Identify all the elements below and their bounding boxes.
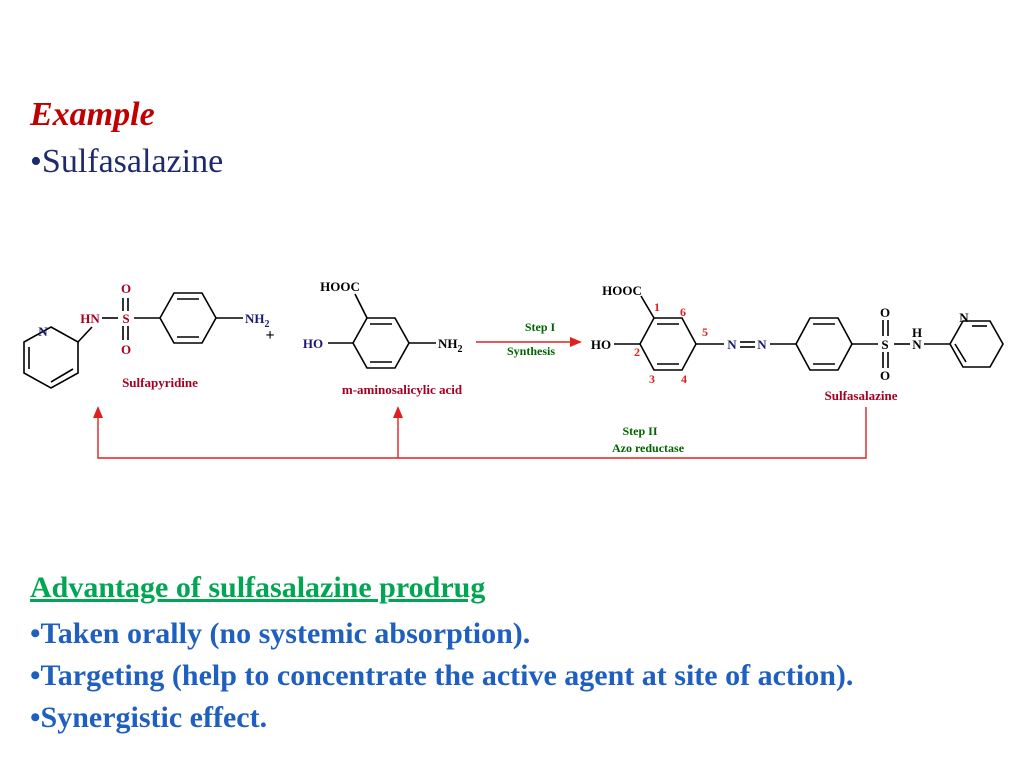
- advantage-text: Targeting (help to concentrate the activ…: [40, 659, 854, 692]
- pyridine-ring: [949, 320, 1004, 368]
- aminosalicylic-label: m-aminosalicylic acid: [342, 382, 463, 397]
- benzene-ring: [159, 292, 217, 344]
- atom-hooc: HOOC: [602, 283, 642, 298]
- atom-o-top: O: [121, 281, 131, 296]
- atom-nh2: NH2: [438, 336, 463, 355]
- sulfasalazine-label: Sulfasalazine: [825, 388, 898, 403]
- list-item: •Synergistic effect.: [30, 697, 853, 739]
- advantages-list: •Taken orally (no systemic absorption). …: [30, 613, 853, 739]
- atom-nh2: NH2: [245, 311, 270, 330]
- sulfapyridine-label: Sulfapyridine: [122, 375, 198, 390]
- ring-number-3: 3: [649, 372, 655, 386]
- atom-s: S: [122, 311, 129, 326]
- step1-sublabel: Synthesis: [507, 344, 555, 358]
- atom-nh-subscript: 2: [265, 319, 270, 330]
- atom-hooc: HOOC: [320, 279, 360, 294]
- ring-number-4: 4: [681, 372, 687, 386]
- step2-arrows: [97, 407, 867, 459]
- ring-number-2: 2: [634, 345, 640, 359]
- arrowhead-sulfapyridine: [93, 406, 103, 418]
- benzene-ring: [795, 317, 853, 371]
- atom-n: N: [912, 337, 922, 352]
- atom-n-pyridine: N: [959, 310, 969, 325]
- sulfapyridine-structure: [23, 292, 243, 389]
- atom-nh: NH: [438, 336, 458, 351]
- atom-nh-subscript: 2: [458, 344, 463, 355]
- step1-arrowhead: [570, 337, 582, 347]
- bullet-char: •: [30, 143, 42, 180]
- reaction-scheme: O O HN S N NH2 + Sulfapyridine HOOC HO N…: [23, 279, 1004, 459]
- plus-sign: +: [265, 327, 274, 344]
- advantage-text: Taken orally (no systemic absorption).: [40, 617, 531, 650]
- atom-o-bottom: O: [880, 368, 890, 383]
- atom-ho: HO: [591, 337, 611, 352]
- pyridine-ring: [23, 326, 79, 389]
- atom-o-top: O: [880, 305, 890, 320]
- atom-nh: NH: [245, 311, 265, 326]
- atom-n-pyridine: N: [38, 324, 48, 339]
- advantages-title: Advantage of sulfasalazine prodrug: [30, 571, 486, 604]
- atom-azo-n1: N: [727, 337, 737, 352]
- list-item: •Taken orally (no systemic absorption).: [30, 613, 853, 655]
- atom-h: H: [912, 325, 922, 340]
- step2-label: Step II: [622, 424, 657, 438]
- atom-azo-n2: N: [757, 337, 767, 352]
- atom-ho: HO: [303, 336, 323, 351]
- sulfasalazine-structure: [614, 295, 1004, 371]
- arrowhead-aminosalicylic: [393, 406, 403, 418]
- bullet-char: •: [30, 659, 41, 692]
- benzene-ring: [352, 317, 410, 369]
- ring-number-5: 5: [702, 325, 708, 339]
- main-bullet: •Sulfasalazine: [30, 143, 223, 181]
- main-bullet-text: Sulfasalazine: [41, 143, 224, 180]
- advantage-text: Synergistic effect.: [40, 701, 268, 734]
- atom-o-bottom: O: [121, 342, 131, 357]
- slide-heading: Example: [30, 96, 155, 133]
- ring-number-1: 1: [654, 300, 660, 314]
- step2-sublabel: Azo reductase: [612, 441, 685, 455]
- step1-label: Step I: [525, 320, 556, 334]
- ring-number-6: 6: [680, 305, 686, 319]
- atom-s: S: [881, 337, 888, 352]
- bullet-char: •: [30, 701, 41, 734]
- atom-hn: HN: [80, 311, 100, 326]
- aminosalicylic-structure: [328, 293, 436, 369]
- bullet-char: •: [30, 617, 41, 650]
- list-item: •Targeting (help to concentrate the acti…: [30, 655, 853, 697]
- salicylic-ring: [639, 317, 697, 371]
